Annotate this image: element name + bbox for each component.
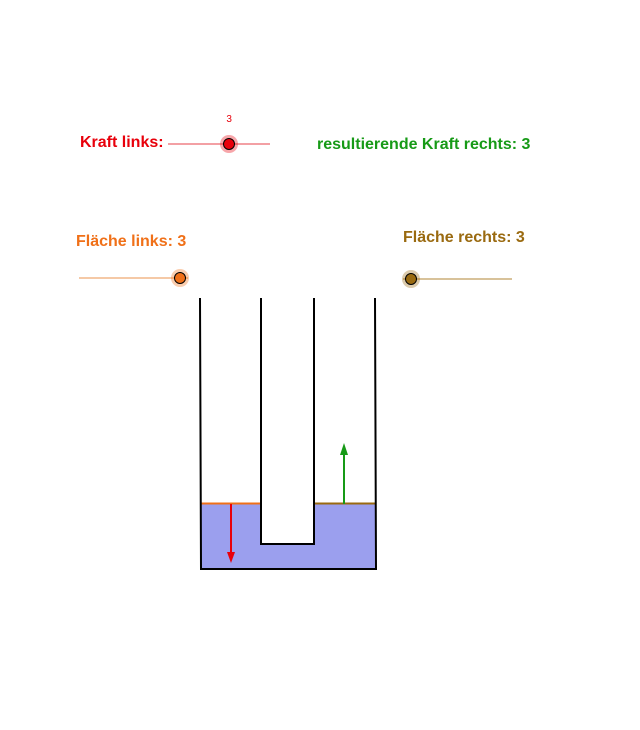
area-left-slider-handle[interactable] — [174, 272, 187, 284]
vessel-walls — [199, 297, 378, 570]
area-left-slider[interactable] — [79, 268, 190, 288]
liquid-body — [201, 504, 376, 569]
force-left-slider-handle[interactable] — [223, 138, 236, 150]
resultant-force-label: resultierende Kraft rechts: 3 — [317, 136, 531, 153]
area-right-slider-handle[interactable] — [404, 273, 417, 285]
area-right-slider-track[interactable] — [403, 278, 512, 280]
area-left-label: Fläche links: 3 — [76, 233, 187, 250]
force-left-slider-track[interactable] — [168, 143, 270, 145]
force-left-arrow — [227, 504, 235, 563]
area-right-slider[interactable] — [401, 269, 512, 289]
inner-divider-wall — [260, 298, 315, 545]
force-left-label: Kraft links: — [80, 134, 164, 151]
force-left-slider[interactable]: 3 — [168, 114, 270, 154]
area-right-label: Fläche rechts: 3 — [403, 229, 525, 246]
area-left-slider-track[interactable] — [79, 277, 188, 279]
outer-wall — [199, 297, 378, 570]
force-right-arrow — [340, 443, 348, 504]
force-left-value-tag: 3 — [226, 114, 232, 125]
